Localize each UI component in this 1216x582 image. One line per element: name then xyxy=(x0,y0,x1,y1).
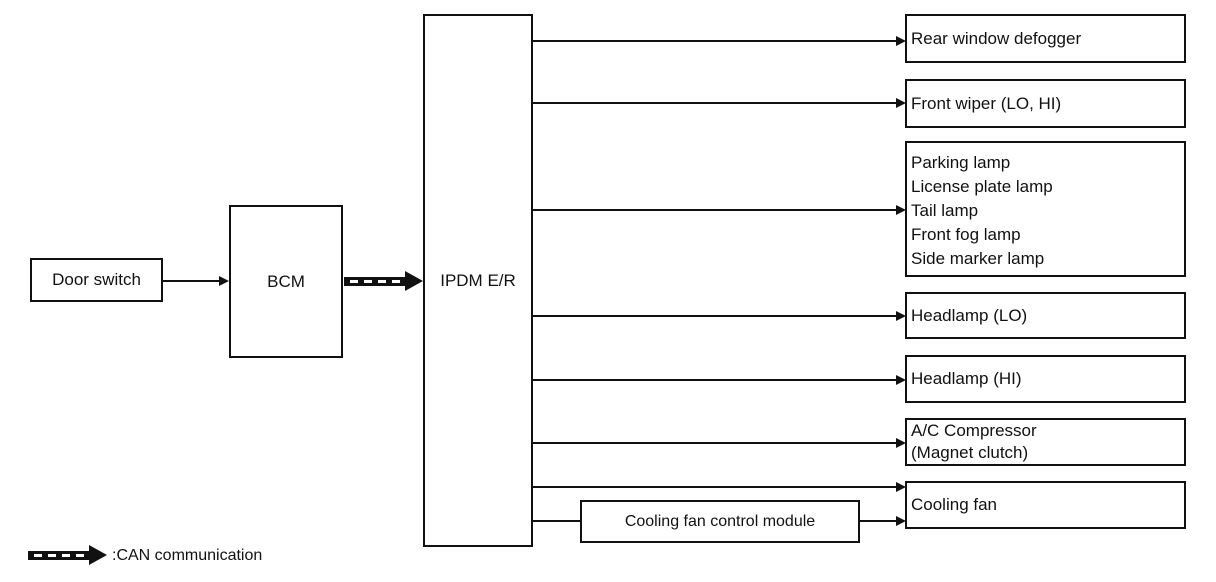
ipdm-to-ac-compressor-arrowhead-icon xyxy=(896,438,906,448)
cfcm-to-cooling-fan-arrowhead-icon xyxy=(896,516,906,526)
headlamp-hi-box: Headlamp (HI) xyxy=(905,355,1186,403)
headlamp-lo-label: Headlamp (LO) xyxy=(911,305,1028,325)
bcm-to-ipdm-can-arrowhead-icon xyxy=(405,271,423,291)
cooling-fan-control-module-label: Cooling fan control module xyxy=(624,512,816,530)
ipdm-to-headlamp-hi-arrowhead-icon xyxy=(896,375,906,385)
tail-lamp-label: Tail lamp xyxy=(911,201,979,220)
side-marker-lamp-label: Side marker lamp xyxy=(911,249,1045,268)
bcm-box: BCM xyxy=(229,205,343,358)
parking-lamp-label: Parking lamp xyxy=(911,153,1011,172)
legend-can-arrowhead-icon xyxy=(89,545,107,565)
rear-window-defogger-label: Rear window defogger xyxy=(911,28,1082,48)
cooling-fan-label: Cooling fan xyxy=(911,495,998,514)
door-switch-to-bcm-line xyxy=(163,280,220,282)
ipdm-to-cfcm-line xyxy=(533,520,580,522)
ipdm-to-lamp-group-line xyxy=(533,209,897,211)
door-switch-label: Door switch xyxy=(52,270,141,289)
ac-compressor-box: A/C Compressor (Magnet clutch) xyxy=(905,418,1186,466)
rear-window-defogger-box: Rear window defogger xyxy=(905,14,1186,63)
ipdm-to-cooling-fan-arrowhead-icon xyxy=(896,482,906,492)
bcm-to-ipdm-can-bar xyxy=(344,277,405,286)
ac-compressor-label: A/C Compressor xyxy=(911,421,1037,440)
cooling-fan-control-module-box: Cooling fan control module xyxy=(580,500,860,543)
ipdm-to-ac-compressor-line xyxy=(533,442,897,444)
ipdm-to-front-wiper-line xyxy=(533,102,897,104)
ipdm-er-label: IPDM E/R xyxy=(440,270,516,290)
ipdm-to-lamp-group-arrowhead-icon xyxy=(896,205,906,215)
bcm-label: BCM xyxy=(267,271,305,291)
headlamp-hi-label: Headlamp (HI) xyxy=(911,369,1022,388)
legend-can-label: :CAN communication xyxy=(112,547,263,564)
cfcm-to-cooling-fan-line xyxy=(860,520,897,522)
ipdm-to-headlamp-hi-line xyxy=(533,379,897,381)
ipdm-to-rear-window-defogger-line xyxy=(533,40,897,42)
ipdm-to-headlamp-lo-line xyxy=(533,315,897,317)
ipdm-to-rear-window-defogger-arrowhead-icon xyxy=(896,36,906,46)
door-switch-to-bcm-arrowhead-icon xyxy=(219,276,229,286)
ipdm-to-cooling-fan-line xyxy=(533,486,897,488)
front-wiper-box: Front wiper (LO, HI) xyxy=(905,79,1186,128)
magnet-clutch-label: (Magnet clutch) xyxy=(911,443,1029,462)
ipdm-to-front-wiper-arrowhead-icon xyxy=(896,98,906,108)
headlamp-lo-box: Headlamp (LO) xyxy=(905,292,1186,339)
lamp-group-box: Parking lamp License plate lamp Tail lam… xyxy=(905,141,1186,277)
ipdm-er-box: IPDM E/R xyxy=(423,14,533,547)
legend-can-bar xyxy=(28,551,89,560)
cooling-fan-box: Cooling fan xyxy=(905,481,1186,529)
front-wiper-label: Front wiper (LO, HI) xyxy=(911,93,1062,113)
license-plate-lamp-label: License plate lamp xyxy=(911,177,1053,196)
ipdm-to-headlamp-lo-arrowhead-icon xyxy=(896,311,906,321)
front-fog-lamp-label: Front fog lamp xyxy=(911,225,1021,244)
door-switch-box: Door switch xyxy=(30,258,163,302)
